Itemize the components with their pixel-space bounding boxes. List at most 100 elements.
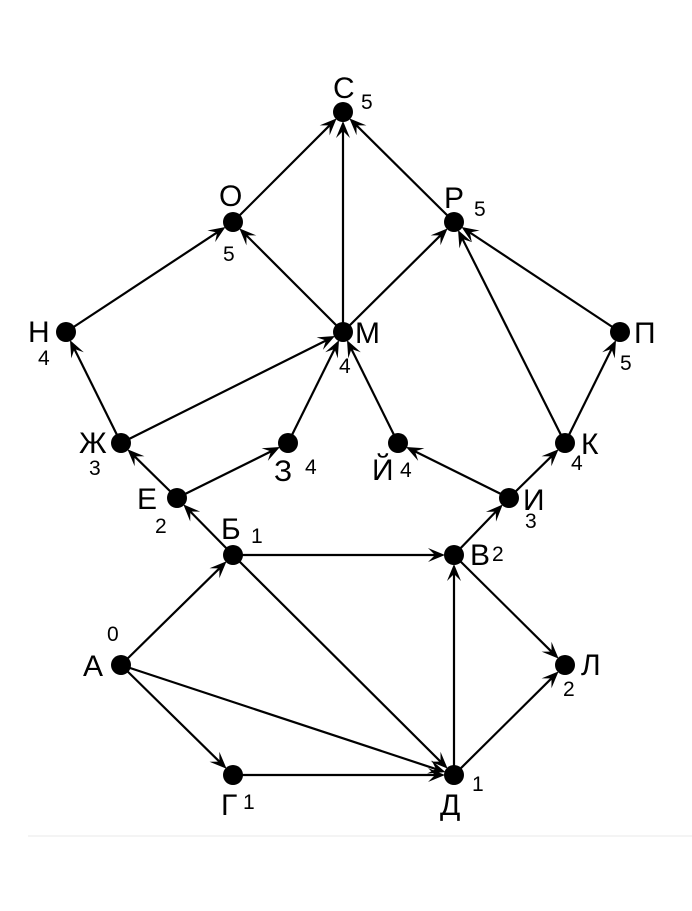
arrowhead-P-R [461, 226, 480, 243]
arrowhead-D-L [541, 671, 559, 689]
edge-K-P [564, 346, 614, 444]
node-value-M: 4 [339, 355, 351, 378]
node-label-O: О [219, 180, 242, 213]
arrowhead-Y-M [346, 340, 361, 359]
edge-M-R [342, 233, 443, 333]
node-value-N: 4 [38, 347, 50, 370]
arrowhead-V-L [541, 641, 559, 659]
arrowhead-B-E [183, 504, 201, 522]
node-value-E: 2 [155, 515, 167, 538]
node-label-Zh: Ж [79, 427, 107, 460]
arrowhead-M-O [239, 228, 257, 246]
edge-I-Y [412, 449, 510, 499]
arrowhead-K-P [602, 340, 617, 359]
node-E: Е2 [137, 483, 187, 538]
node-label-R: Р [444, 182, 464, 215]
node-label-M: М [355, 317, 380, 350]
arrowhead-B-V [428, 548, 445, 562]
node-label-G: Г [221, 789, 237, 822]
node-dot-P [610, 322, 630, 342]
arrowhead-Z-M [325, 340, 340, 359]
node-dot-V [444, 545, 464, 565]
node-value-Y: 4 [400, 459, 412, 482]
arrowhead-R-S [349, 118, 367, 136]
node-dot-I [499, 488, 519, 508]
arrowhead-A-B [209, 561, 227, 579]
arrowhead-O-S [319, 118, 337, 136]
node-dot-M [333, 322, 353, 342]
node-dot-N [56, 322, 76, 342]
node-dot-Z [278, 433, 298, 453]
edge-V-L [453, 554, 554, 654]
node-P: П5 [610, 317, 656, 375]
node-value-P: 5 [620, 352, 632, 375]
arrowhead-Zh-M [316, 336, 335, 350]
arrowhead-G-D [428, 768, 445, 782]
node-label-Z: З [274, 455, 292, 488]
node-dot-Y [388, 433, 408, 453]
node-value-B: 1 [251, 525, 263, 548]
node-label-D: Д [440, 789, 460, 822]
node-label-B: Б [221, 513, 241, 546]
node-dot-Zh [111, 433, 131, 453]
node-dot-G [223, 765, 243, 785]
node-value-S: 5 [361, 91, 373, 114]
edge-B-D [232, 554, 443, 764]
edge-E-Z [176, 449, 274, 499]
arrowhead-V-I [485, 504, 503, 522]
edge-Zh-N [72, 346, 122, 444]
node-dot-D [444, 765, 464, 785]
arrowhead-A-G [209, 751, 227, 769]
arrowhead-M-R [430, 228, 448, 246]
node-value-Zh: 3 [89, 457, 101, 480]
node-A: А0 [83, 623, 131, 683]
node-value-V: 2 [492, 543, 504, 566]
edge-M-O [244, 233, 344, 333]
node-M: М4 [333, 317, 380, 378]
graph-edges [65, 118, 621, 782]
node-value-G: 1 [243, 791, 255, 814]
node-label-V: В [470, 539, 490, 572]
node-N: Н4 [28, 316, 76, 370]
node-dot-S [333, 102, 353, 122]
edge-K-R [460, 236, 566, 444]
node-value-A: 0 [107, 623, 119, 646]
node-label-I: И [523, 484, 545, 517]
arrowhead-E-Zh [127, 449, 145, 467]
node-dot-L [555, 655, 575, 675]
node-value-O: 5 [223, 243, 235, 266]
node-label-L: Л [581, 649, 601, 682]
node-value-Z: 4 [305, 456, 317, 479]
node-value-L: 2 [563, 678, 575, 701]
node-value-R: 5 [474, 198, 486, 221]
node-D: Д1 [440, 765, 484, 822]
node-label-K: К [581, 428, 599, 461]
arrowhead-M-S [336, 121, 350, 138]
arrowhead-K-R [458, 230, 472, 249]
edge-Y-M [349, 346, 399, 444]
node-value-I: 3 [525, 510, 537, 533]
node-label-Y: Й [372, 453, 394, 487]
arrowhead-D-V [447, 564, 461, 581]
edge-N-O [65, 230, 220, 333]
arrowhead-N-O [207, 226, 226, 243]
edge-D-L [453, 676, 554, 776]
node-dot-B [223, 545, 243, 565]
edge-E-Zh [132, 454, 178, 499]
arrowhead-B-D [430, 751, 448, 769]
edge-A-D [120, 663, 439, 771]
edge-O-S [232, 123, 332, 223]
node-dot-K [555, 433, 575, 453]
edge-A-G [120, 664, 222, 764]
node-label-S: С [333, 72, 355, 105]
node-Zh: Ж3 [79, 427, 131, 480]
node-dot-A [111, 655, 131, 675]
edge-Zh-M [120, 338, 329, 444]
node-label-N: Н [28, 316, 50, 349]
node-dot-E [167, 488, 187, 508]
